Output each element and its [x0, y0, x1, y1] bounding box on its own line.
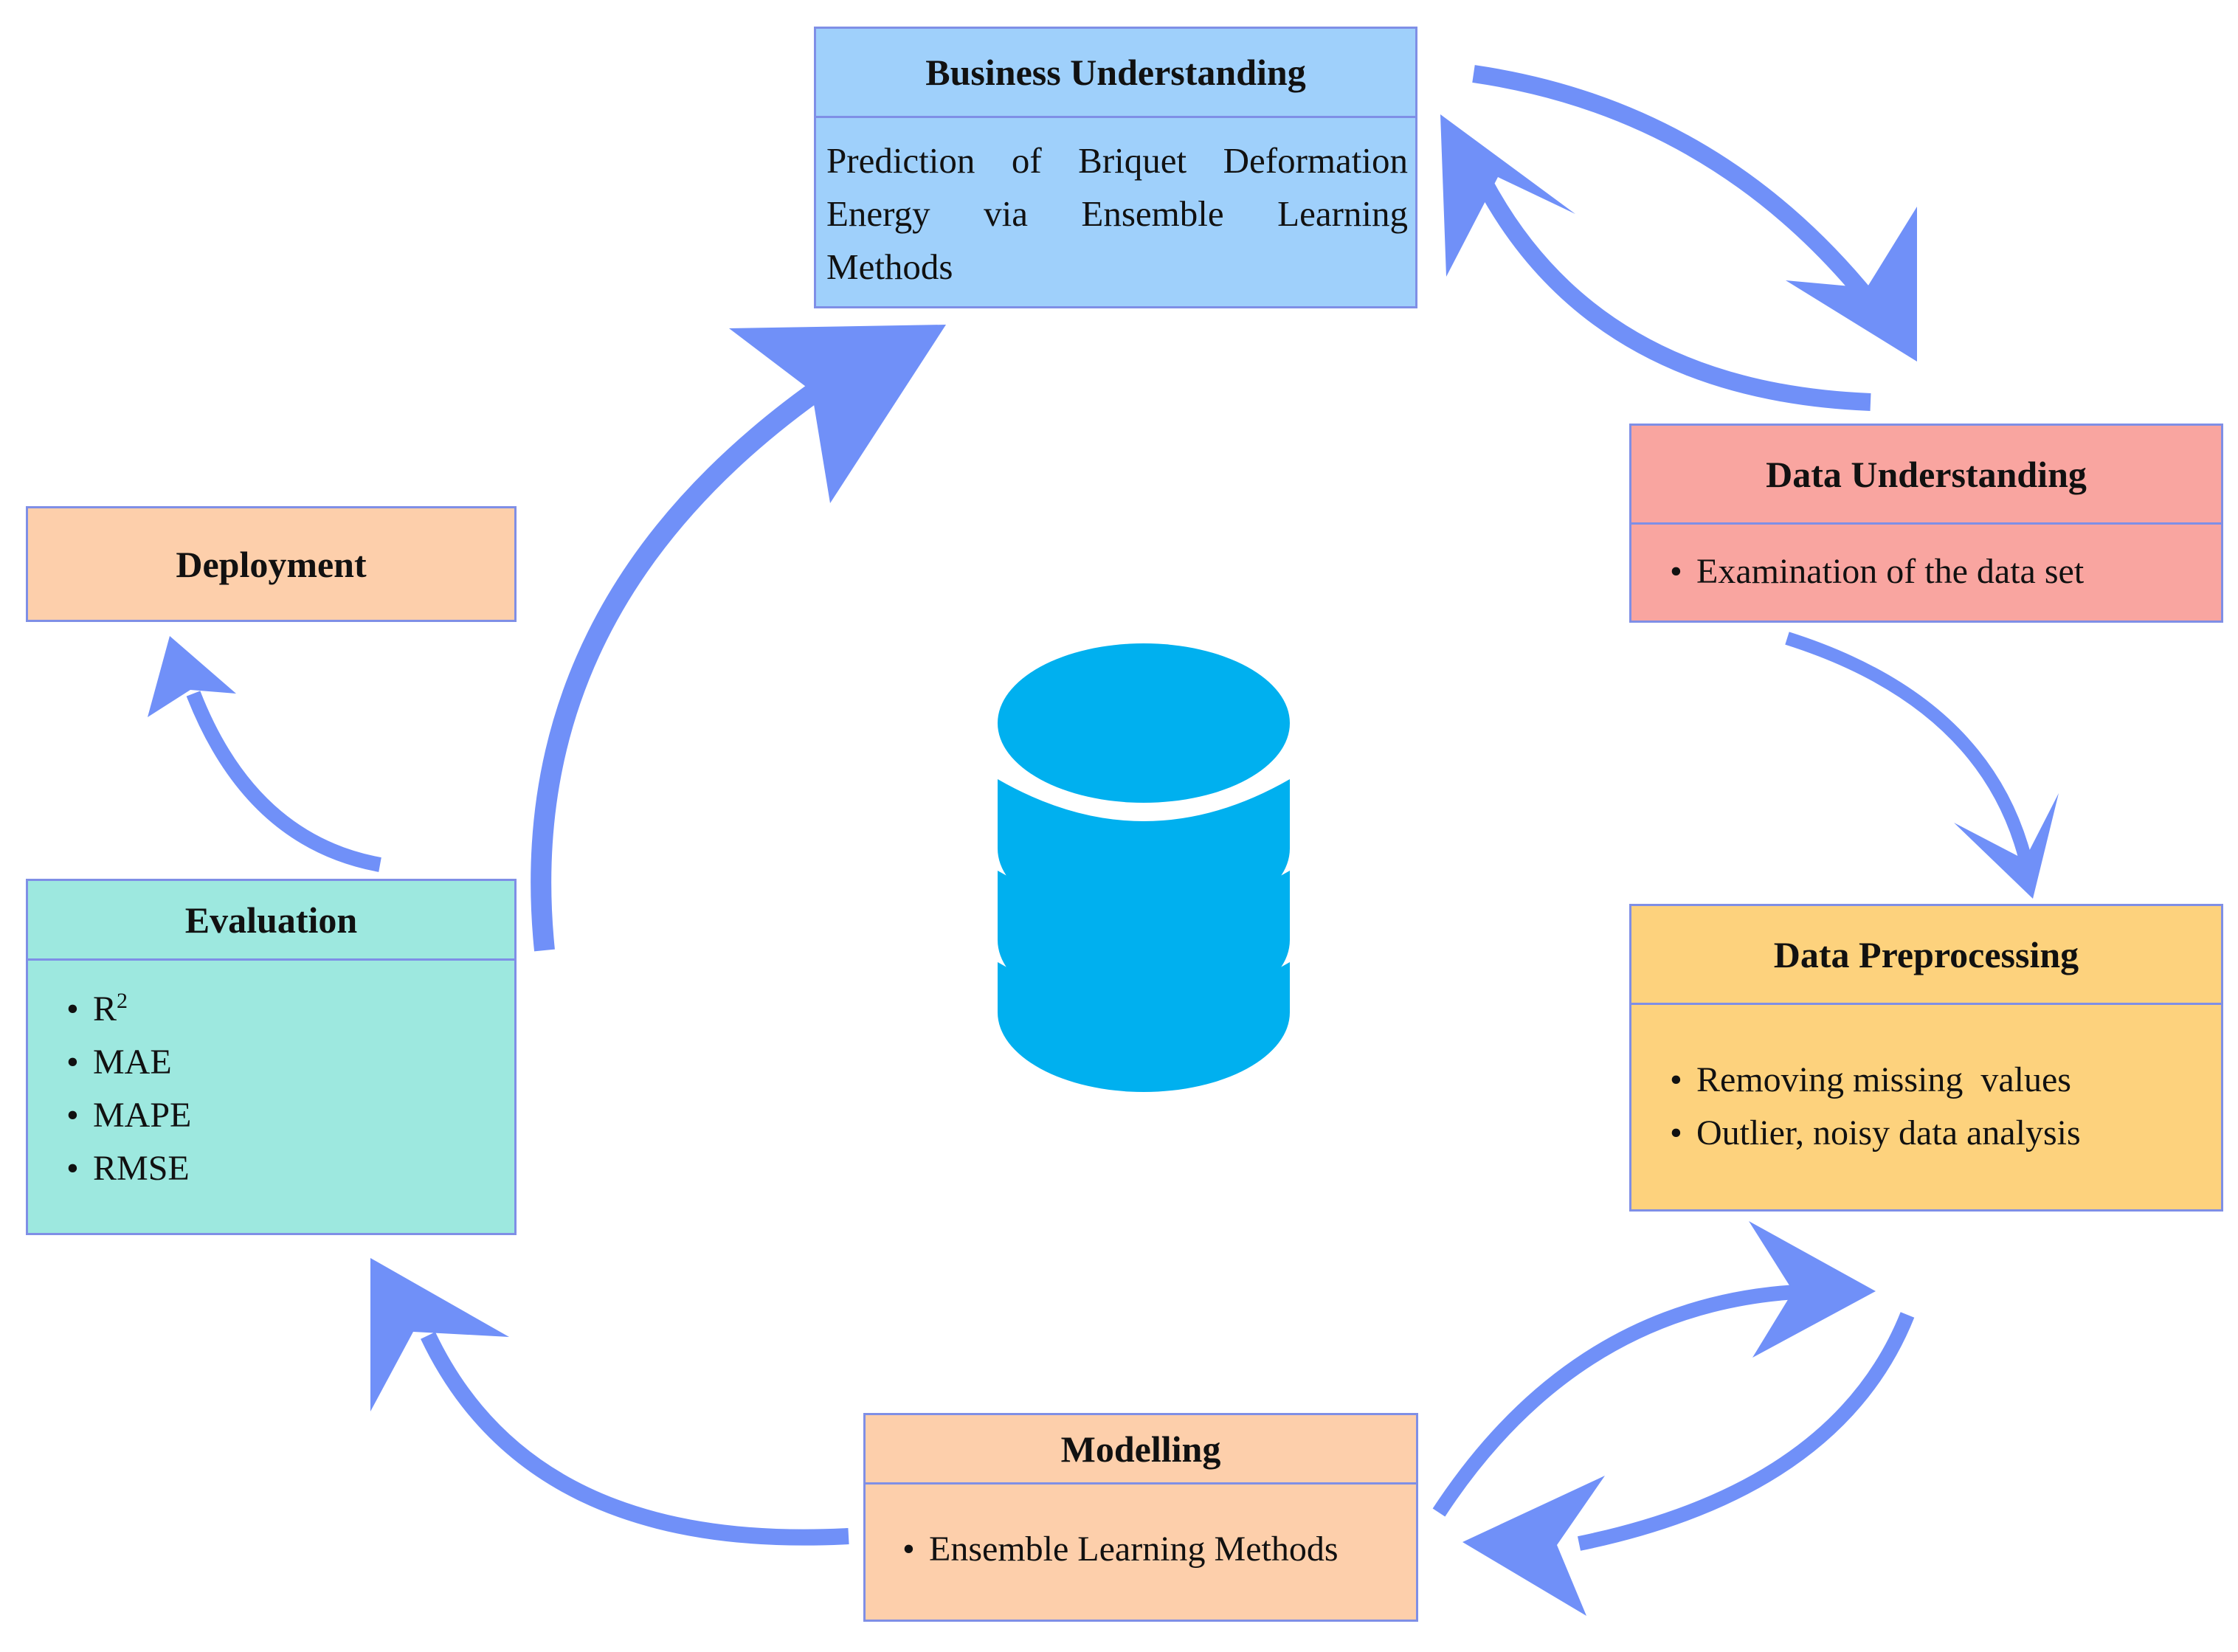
arrow-modelling-to-preprocessing-head [1749, 1221, 1876, 1358]
modelling-title: Modelling [866, 1415, 1416, 1485]
arrow-modelling-to-evaluation [370, 1258, 849, 1546]
business-understanding-box: Business Understanding Prediction of Bri… [814, 27, 1417, 308]
deployment-title: Deployment [176, 543, 367, 585]
list-item: MAE [65, 1036, 514, 1089]
list-item: Ensemble Learning Methods [901, 1523, 1416, 1576]
business-understanding-title: Business Understanding [816, 29, 1415, 118]
modelling-box: Modelling Ensemble Learning Methods [863, 1413, 1418, 1622]
arrow-modelling-to-preprocessing [1432, 1221, 1876, 1517]
arrow-preprocessing-to-modelling-head [1462, 1476, 1605, 1616]
data-understanding-list: Examination of the data set [1668, 545, 2221, 598]
data-understanding-box: Data Understanding Examination of the da… [1629, 424, 2223, 623]
r2-superscript: 2 [117, 989, 128, 1013]
list-item: Examination of the data set [1668, 545, 2221, 598]
business-understanding-text: Prediction of Briquet Deformation Energy… [826, 140, 1408, 287]
arrow-evaluation-to-deployment [148, 636, 381, 872]
arrow-business-to-data-understanding-head [1786, 207, 1917, 362]
arrow-evaluation-to-business-head [729, 325, 946, 503]
arrow-preprocessing-to-modelling-shaft [1577, 1312, 1915, 1551]
list-item: Removing missing values [1668, 1054, 2221, 1107]
data-preprocessing-title: Data Preprocessing [1631, 906, 2221, 1005]
arrow-data-understanding-to-business-shaft [1475, 176, 1871, 411]
arrow-modelling-to-evaluation-shaft [421, 1332, 849, 1546]
arrow-evaluation-to-deployment-head [148, 636, 236, 717]
list-item: Outlier, noisy data analysis [1668, 1107, 2221, 1160]
data-preprocessing-list: Removing missing values Outlier, noisy d… [1668, 1054, 2221, 1160]
arrow-data-understanding-to-preprocessing [1785, 632, 2059, 899]
data-preprocessing-box: Data Preprocessing Removing missing valu… [1629, 904, 2223, 1212]
arrow-evaluation-to-business-shaft [531, 375, 833, 952]
arrow-modelling-to-evaluation-head [370, 1258, 509, 1411]
modelling-list: Ensemble Learning Methods [901, 1523, 1416, 1576]
arrow-data-understanding-to-business-head [1440, 114, 1575, 277]
database-icon [998, 643, 1290, 1092]
data-understanding-title: Data Understanding [1631, 426, 2221, 525]
evaluation-title: Evaluation [28, 881, 514, 961]
arrow-modelling-to-preprocessing-shaft [1432, 1284, 1812, 1517]
list-item: R2 [65, 983, 514, 1036]
arrow-data-understanding-to-preprocessing-head [1954, 793, 2059, 899]
arrow-evaluation-to-business [531, 325, 946, 952]
r2-base: R [93, 989, 117, 1029]
arrow-data-understanding-to-preprocessing-shaft [1785, 632, 2032, 862]
arrow-evaluation-to-deployment-shaft [186, 691, 381, 872]
arrow-preprocessing-to-modelling [1462, 1312, 1915, 1616]
evaluation-box: Evaluation R2 MAE MAPE RMSE [26, 879, 517, 1235]
arrow-business-to-data-understanding [1472, 65, 1917, 362]
deployment-box: Deployment [26, 506, 517, 622]
list-item: MAPE [65, 1089, 514, 1142]
arrow-data-understanding-to-business [1440, 114, 1871, 411]
arrow-business-to-data-understanding-shaft [1472, 65, 1893, 327]
list-item: RMSE [65, 1142, 514, 1195]
evaluation-list: R2 MAE MAPE RMSE [65, 983, 514, 1195]
